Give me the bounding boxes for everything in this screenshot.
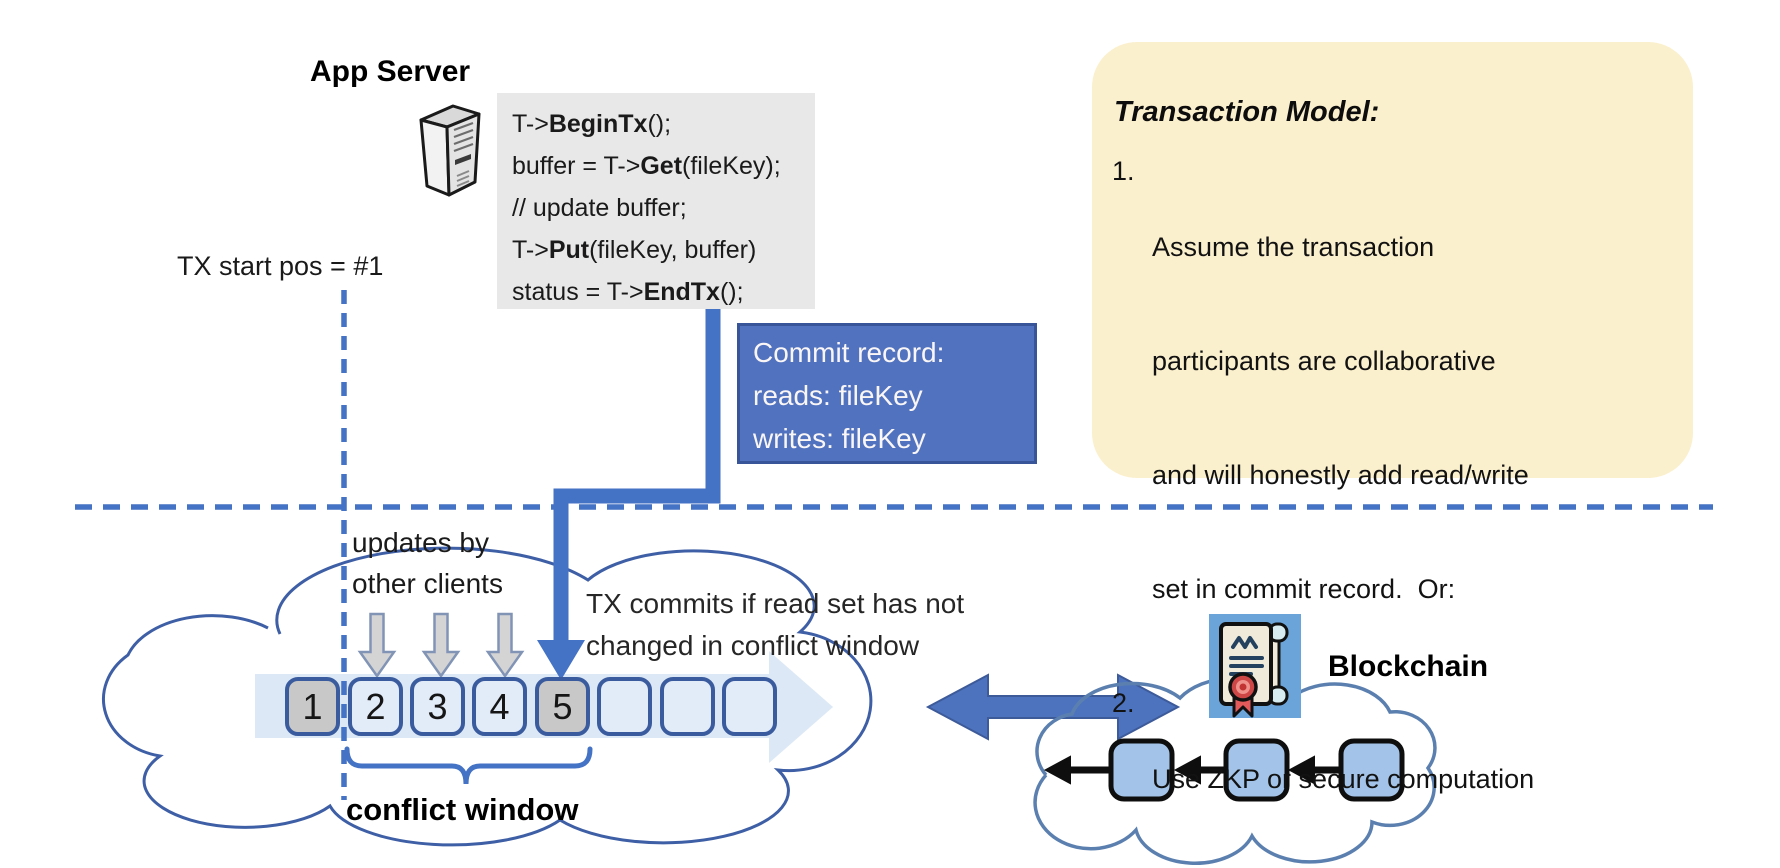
timeline-slot-1: 1: [285, 677, 340, 736]
code-line: status = T->EndTx();: [512, 278, 744, 306]
transaction-model-list: 1. Assume the transaction participants a…: [1112, 152, 1622, 868]
transaction-model-title: Transaction Model:: [1114, 96, 1380, 128]
sync-double-arrow: [925, 673, 1181, 741]
conflict-cloud: [101, 546, 873, 847]
code-line: T->BeginTx();: [512, 110, 672, 138]
code-line: // update buffer;: [512, 194, 687, 222]
timeline-slot-8: [722, 677, 777, 736]
timeline-slot-4: 4: [472, 677, 527, 736]
transaction-model-item: 1. Assume the transaction participants a…: [1112, 156, 1529, 604]
code-line: T->Put(fileKey, buffer): [512, 236, 757, 264]
server-icon: [419, 104, 481, 197]
updates-by-other-clients-label: updates by other clients: [352, 527, 503, 599]
contract-icon: [1209, 614, 1301, 718]
chain-links: [1043, 755, 1343, 785]
timeline-slot-5: 5: [535, 677, 590, 736]
commit-record-line: reads: fileKey: [753, 380, 923, 411]
tx-commit-condition-label: TX commits if read set has not changed i…: [586, 588, 965, 661]
timeline-slot-7: [660, 677, 715, 736]
transaction-code-block: T->BeginTx(); buffer = T->Get(fileKey); …: [497, 93, 815, 309]
conflict-window-label: conflict window: [346, 792, 579, 827]
transaction-model-panel: [1092, 42, 1693, 478]
tx-start-pos-label: TX start pos = #1: [177, 251, 384, 281]
timeline-slot-3: 3: [410, 677, 465, 736]
timeline-slot-2: 2: [348, 677, 403, 736]
blockchain-cloud: [1033, 675, 1437, 865]
transaction-model-item: 2. Use ZKP or secure computation hardwar…: [1112, 688, 1535, 794]
commit-record-line: writes: fileKey: [753, 423, 926, 454]
timeline-slot-6: [597, 677, 652, 736]
commit-flow-arrow: [537, 300, 721, 680]
app-server-title: App Server: [310, 55, 471, 88]
chain-blocks: [1108, 738, 1405, 802]
update-arrows: [357, 612, 525, 679]
blockchain-label: Blockchain: [1328, 650, 1489, 683]
code-line: buffer = T->Get(fileKey);: [512, 152, 781, 180]
commit-record-box: Commit record: reads: fileKey writes: fi…: [737, 323, 1037, 464]
conflict-window-brace: [344, 746, 593, 785]
commit-record-line: Commit record:: [753, 337, 945, 368]
